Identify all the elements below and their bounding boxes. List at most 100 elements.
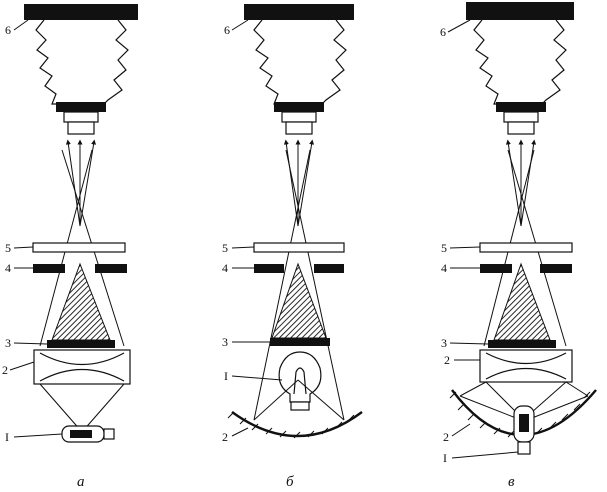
slide-3 (270, 338, 330, 346)
caption-a: а (77, 474, 85, 490)
ray (565, 381, 589, 397)
objective-barrel (281, 111, 317, 123)
label-2-top: 2 (444, 353, 450, 367)
label-5: 5 (222, 241, 228, 255)
caption-v: в (508, 474, 515, 490)
distance-line-left (35, 19, 62, 105)
lamp-filament (519, 414, 529, 432)
label-4: 4 (5, 261, 11, 275)
distance-line-right (541, 19, 567, 105)
label-6: 6 (224, 23, 230, 37)
objective-barrel (63, 111, 99, 123)
objective-lens (507, 121, 535, 135)
lamp-filament (293, 367, 307, 395)
label-2-bottom: 2 (443, 430, 449, 444)
lamp-filament (70, 430, 92, 438)
ray (459, 381, 487, 397)
caption-b: б (286, 474, 294, 490)
ray-arrow (297, 139, 315, 227)
label-2: 2 (222, 430, 228, 444)
screen-6 (466, 2, 574, 20)
ray (81, 383, 125, 433)
screen-6 (24, 4, 138, 20)
objective-lens (67, 121, 95, 135)
ray (485, 381, 517, 413)
panel-a: 6 5 4 3 2 I а (2, 4, 138, 490)
label-5: 5 (5, 241, 11, 255)
ray (253, 149, 311, 421)
objective-barrel (503, 111, 539, 123)
label-4: 4 (441, 261, 447, 275)
frame-4-left (33, 264, 65, 273)
label-2: 2 (2, 363, 8, 377)
condenser-2 (479, 349, 573, 383)
lamp-base (517, 441, 531, 455)
label-3: 3 (222, 335, 228, 349)
leader-5 (449, 246, 481, 249)
heat-filter-5 (253, 242, 345, 253)
leader-2 (9, 361, 35, 371)
label-5: 5 (441, 241, 447, 255)
heat-filter-5 (479, 242, 573, 253)
frame-4-right (95, 264, 127, 273)
condenser-lens-curve (485, 367, 567, 380)
label-1: I (224, 369, 228, 383)
condenser-2 (33, 349, 131, 385)
screen-6 (244, 4, 354, 20)
ray (39, 383, 83, 433)
label-6: 6 (5, 23, 11, 37)
objective-lens (285, 121, 313, 135)
label-1: I (443, 451, 447, 465)
ray (531, 381, 567, 413)
leader-5 (13, 246, 34, 249)
ray (531, 395, 589, 419)
panel-b: 6 5 4 3 I 2 б (222, 4, 363, 490)
distance-line-right (103, 19, 129, 105)
leader-3 (13, 342, 48, 345)
condenser-lens-curve (485, 352, 567, 365)
reflector-hatching (227, 411, 355, 439)
heat-filter-5 (32, 242, 126, 253)
ray (253, 379, 299, 421)
ray (285, 149, 345, 421)
frame-4-left (254, 264, 284, 273)
ray-arrow (520, 139, 537, 227)
ray (297, 379, 345, 421)
label-4: 4 (222, 261, 228, 275)
leader-6 (13, 19, 29, 31)
label-1: I (5, 430, 9, 444)
condenser-lens-curve (39, 368, 125, 382)
lamp-base (290, 401, 310, 411)
leader-6 (447, 19, 471, 33)
leader-3 (449, 342, 489, 345)
panel-v: 6 5 4 3 2 2 I в (440, 2, 597, 490)
distance-line-right (321, 19, 347, 105)
leader-6 (231, 19, 249, 31)
slide-3 (488, 340, 556, 348)
ray-arrow (283, 139, 299, 227)
ray-arrow (79, 139, 97, 227)
light-cone (271, 262, 327, 339)
leader-1 (451, 451, 519, 459)
label-6: 6 (440, 25, 446, 39)
frame-4-right (540, 264, 572, 273)
label-3: 3 (5, 336, 11, 350)
objective-top (274, 102, 324, 112)
reflector-2 (231, 411, 363, 438)
ray (459, 395, 517, 419)
objective-top (56, 102, 106, 112)
frame-4-left (480, 264, 512, 273)
lamp-base (103, 428, 115, 440)
ray-arrow (65, 139, 81, 227)
leader-5 (231, 246, 255, 249)
leader-1 (13, 433, 63, 438)
label-3: 3 (441, 336, 447, 350)
objective-top (496, 102, 546, 112)
condenser-lens-curve (39, 352, 125, 366)
ray-arrow (505, 139, 522, 227)
slide-3 (47, 340, 115, 348)
leader-1 (231, 375, 283, 381)
frame-4-right (314, 264, 344, 273)
distance-line-left (473, 19, 502, 105)
